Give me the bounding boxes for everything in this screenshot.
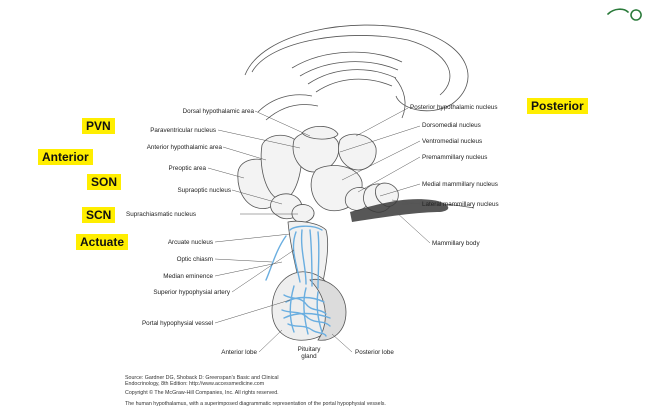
suprachiasmatic-shape [291,204,315,223]
label-supraoptic-nucleus: Supraoptic nucleus [177,187,231,194]
label-portal-hypophysial-vessel: Portal hypophysial vessel [141,320,213,327]
label-dorsomedial-nucleus: Dorsomedial nucleus [422,122,481,129]
label-ventromedial-nucleus: Ventromedial nucleus [422,138,483,145]
highlight-son: SON [87,174,122,190]
label-optic-chiasm: Optic chiasm [176,256,213,263]
portal-vessels [265,225,331,337]
source-citation-line2: Endocrinology, 8th Edition: http://www.a… [125,381,265,387]
label-median-eminence: Median eminence [163,273,213,280]
anterior-area-shape [260,134,303,201]
label-lateral-mammillary-nucleus: Lateral mammillary nucleus [422,201,499,208]
label-suprachiasmatic-nucleus: Suprachiasmatic nucleus [126,211,197,218]
label-preoptic-area: Preoptic area [168,165,206,172]
highlight-posterior: Posterior [527,98,588,114]
label-posterior-lobe: Posterior lobe [355,349,394,356]
brain-outline [244,24,469,121]
label-paraventricular-nucleus: Paraventricular nucleus [150,127,216,134]
dorsal-area-shape [301,125,339,140]
hypothalamic-nuclei [237,125,399,223]
handwriting-mark [607,8,642,21]
posterior-lobe-shape [309,278,347,341]
highlight-actuate: Actuate [76,234,129,250]
label-mammillary-body: Mammillary body [432,240,480,247]
label-pituitary-gland: Pituitary gland [297,346,321,360]
posterior-nucleus-shape [338,133,377,171]
label-medial-mammillary-nucleus: Medial mammillary nucleus [422,181,498,188]
label-superior-hypophysial-artery: Superior hypophysial artery [153,289,230,296]
brainstem-band [350,199,449,222]
label-arcuate-nucleus: Arcuate nucleus [167,239,213,246]
highlight-anterior: Anterior [38,149,93,165]
label-dorsal-hypothalamic-area: Dorsal hypothalamic area [182,108,254,115]
copyright-line: Copyright © The McGraw-Hill Companies, I… [125,390,279,396]
label-anterior-lobe: Anterior lobe [221,349,257,356]
leader-lines [207,107,431,353]
highlight-scn: SCN [82,207,116,223]
highlight-pvn: PVN [82,118,115,134]
label-posterior-hypothalamic-nucleus: Posterior hypothalamic nucleus [410,104,498,111]
label-anterior-hypothalamic-area: Anterior hypothalamic area [146,144,222,151]
caption-line: The human hypothalamus, with a superimpo… [125,401,386,407]
source-citation-line1: Source: Gardner DG, Shoback D: Greenspan… [125,375,279,381]
label-premammillary-nucleus: Premammillary nucleus [422,154,488,161]
